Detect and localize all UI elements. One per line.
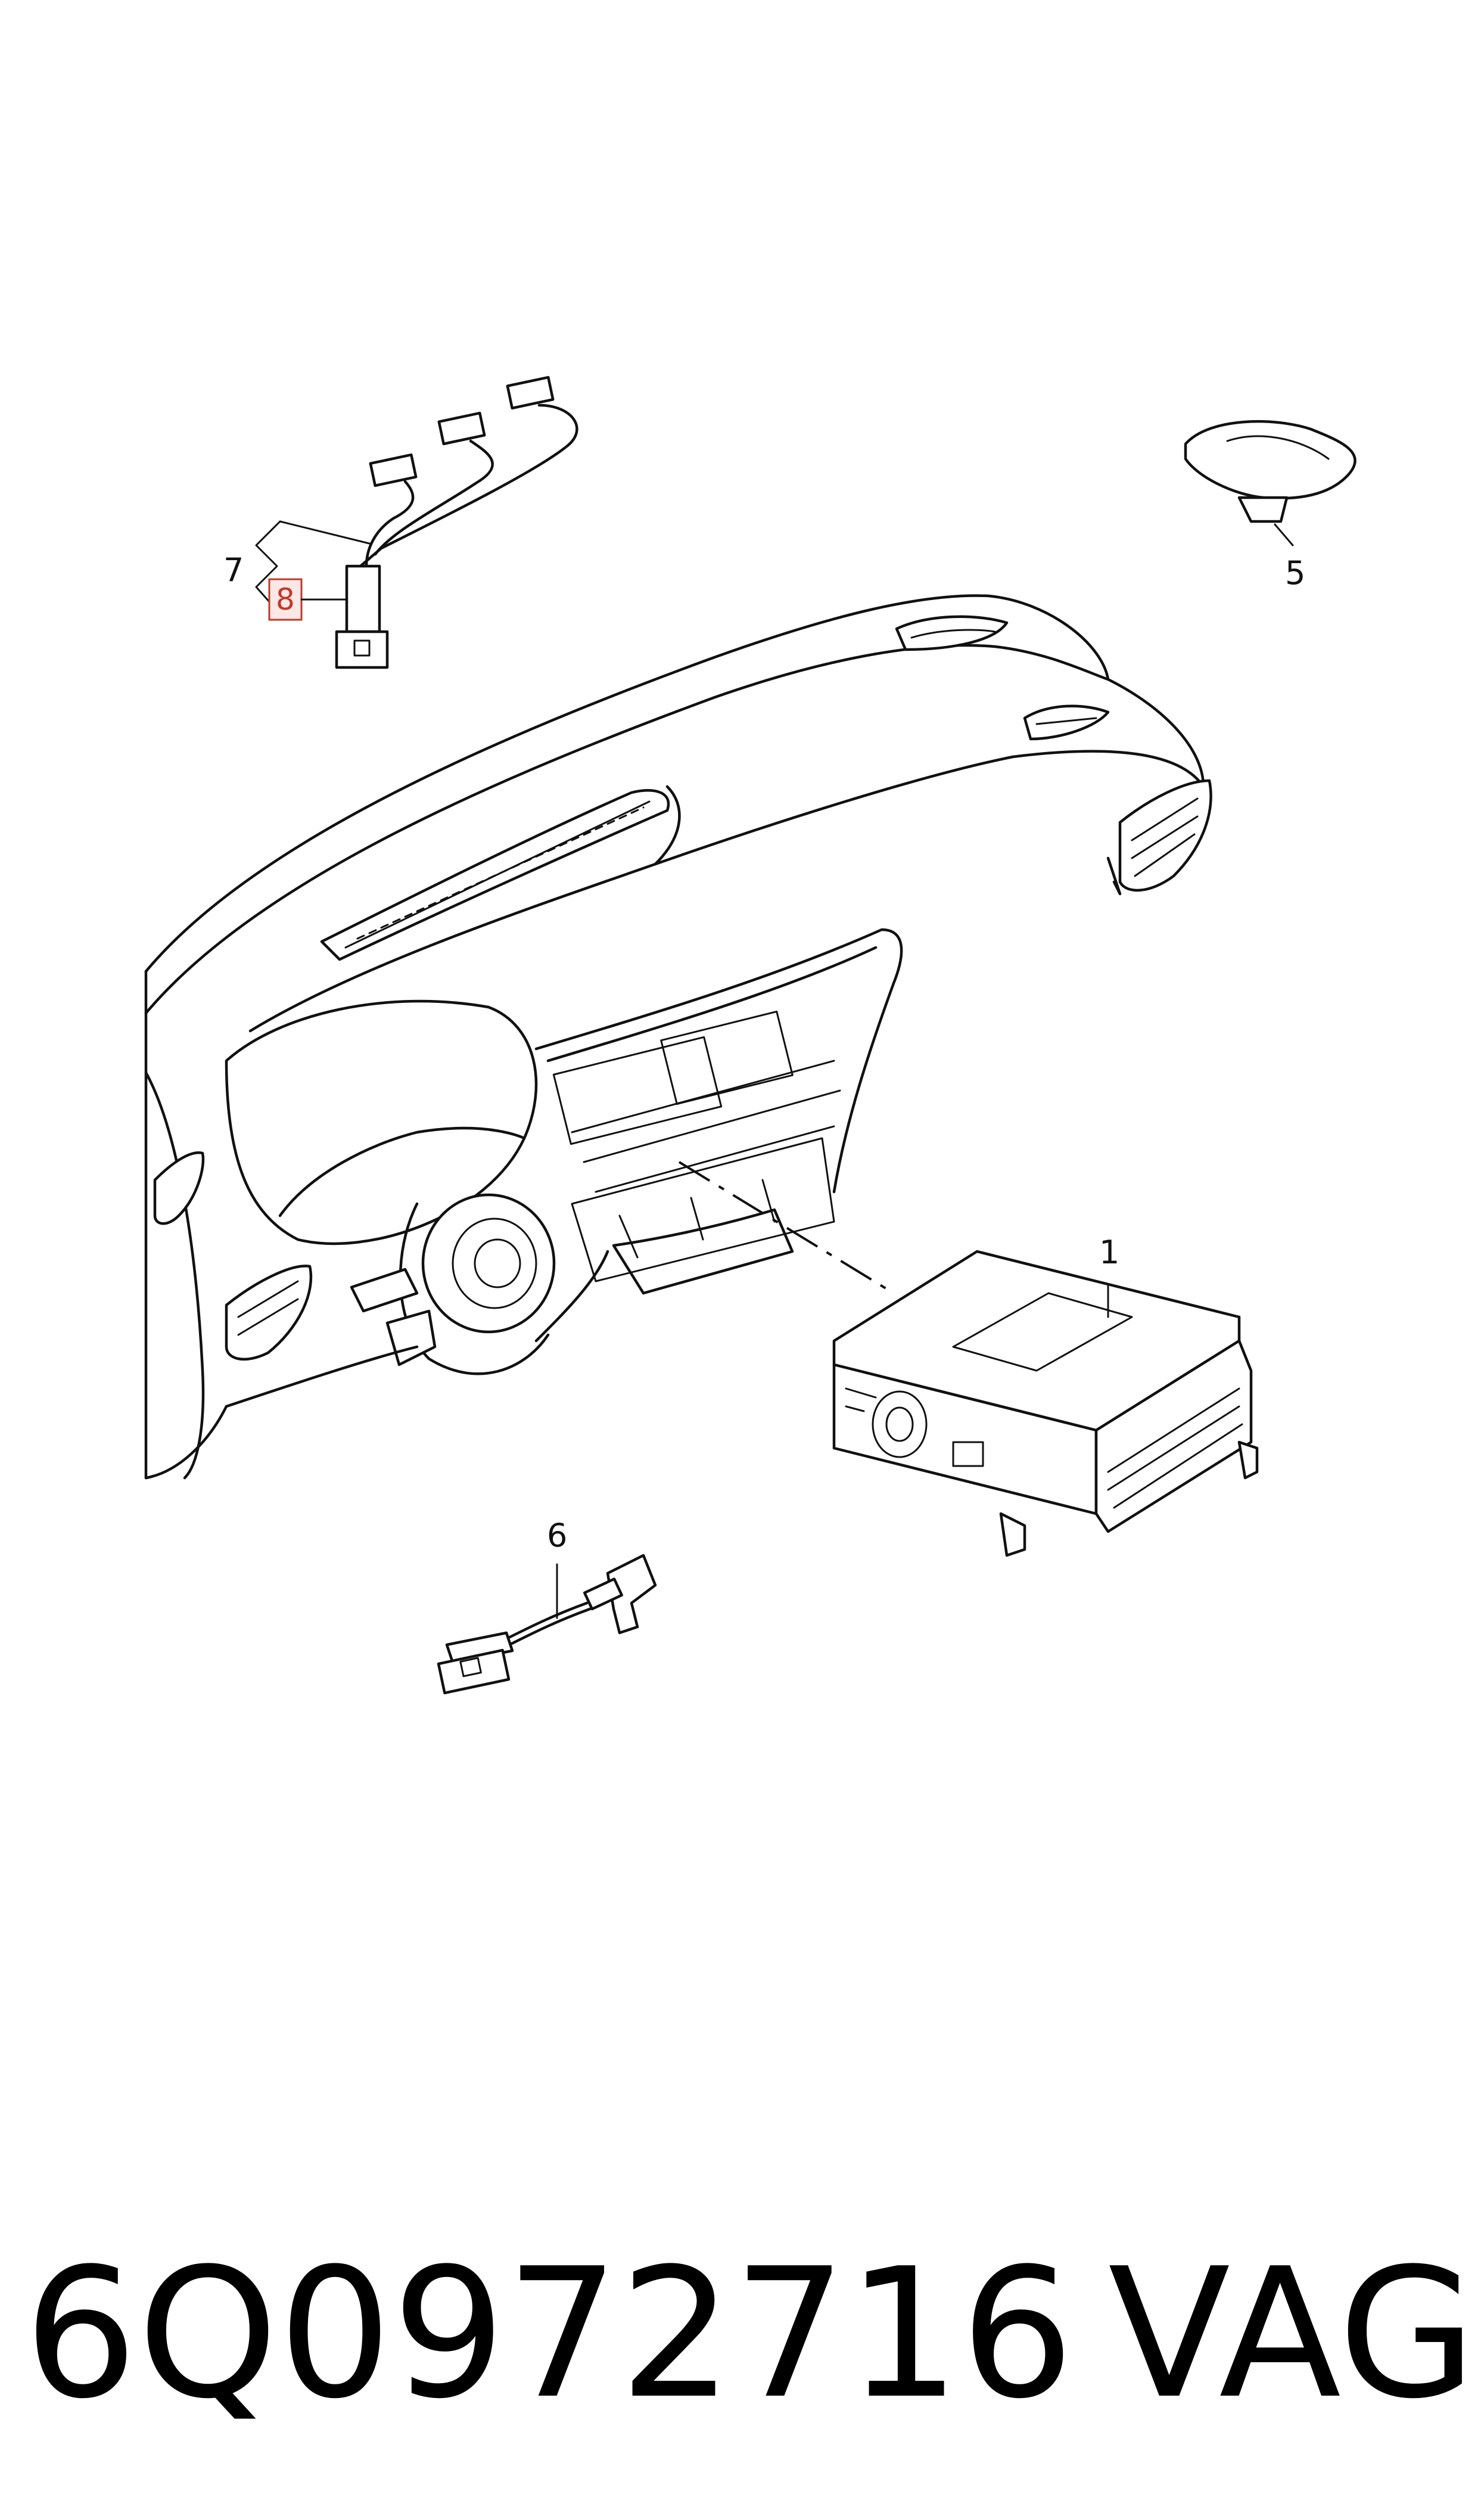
callout-8-label: 8 [276, 582, 295, 617]
part-number: 6Q0972716 [24, 2230, 1074, 2438]
dashboard [144, 594, 1212, 1480]
antenna-part: 5 [1184, 420, 1357, 592]
antenna-cable: 6 [437, 1517, 657, 1695]
callout-7-label: 7 [223, 551, 244, 589]
brand-name: VAG [1108, 2230, 1476, 2438]
callout-6-label: 6 [547, 1517, 567, 1554]
wiring-harness [335, 375, 578, 669]
callout-5-label: 5 [1285, 554, 1305, 592]
callout-7: 7 [223, 520, 371, 615]
callout-8[interactable]: 8 [268, 578, 348, 621]
radio-unit: 1 [678, 1161, 1259, 1557]
callout-1-label: 1 [1099, 1234, 1119, 1271]
